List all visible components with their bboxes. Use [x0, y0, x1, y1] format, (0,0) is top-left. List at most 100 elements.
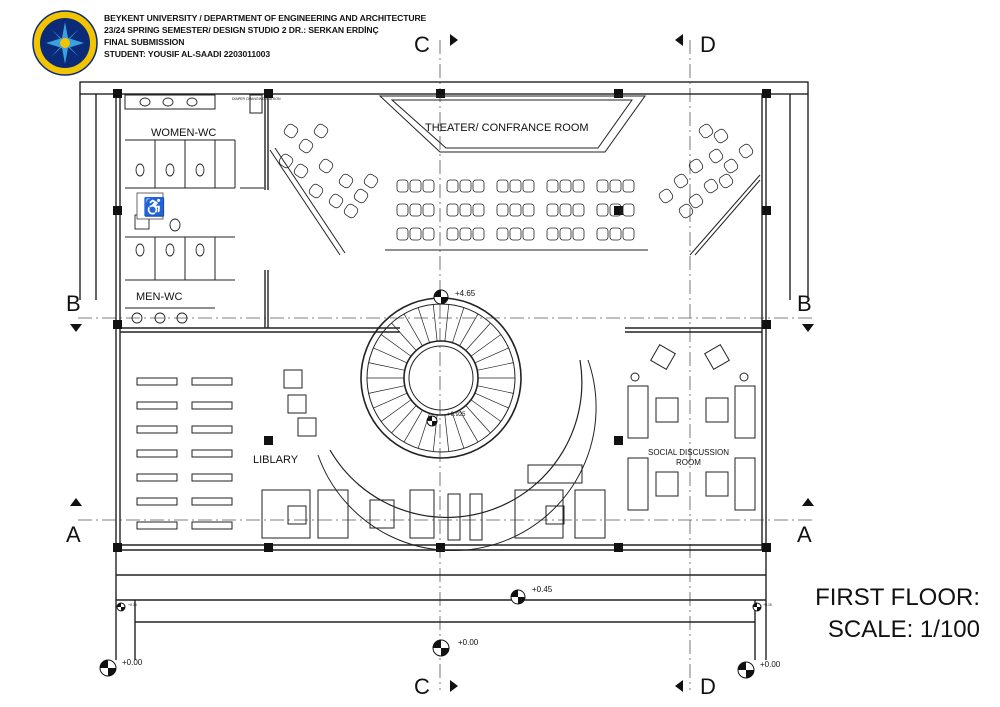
theater-seat [409, 203, 422, 217]
stair-tread [368, 385, 405, 394]
bookshelf [191, 473, 233, 482]
wheelchair-icon: ♿ [136, 192, 165, 220]
stair-tread [452, 413, 465, 449]
svg-text:B: B [797, 291, 812, 316]
theater-side-seat [698, 123, 714, 139]
theater-seat [396, 227, 409, 241]
theater-seat [559, 227, 572, 241]
theater-side-seat [688, 158, 704, 174]
svg-text:C: C [414, 674, 430, 699]
stair-tread [459, 313, 479, 347]
theater-seat [572, 179, 585, 193]
level-marker-icon [99, 659, 117, 677]
theater-seat [472, 203, 485, 217]
theater-side-seat [708, 148, 724, 164]
stair-tread [474, 392, 509, 409]
stair-tread [477, 362, 514, 371]
bookshelf [191, 401, 233, 410]
svg-text:B: B [66, 291, 81, 316]
theater-seat [459, 203, 472, 217]
theater-seat [472, 179, 485, 193]
stair-tread [380, 399, 412, 422]
theater-seat [409, 179, 422, 193]
theater-seat [546, 203, 559, 217]
spiral-staircase [317, 297, 597, 552]
theater-seat [422, 227, 435, 241]
theater-seat [522, 227, 535, 241]
header-line-university: BEYKENT UNIVERSITY / DEPARTMENT OF ENGIN… [104, 13, 427, 23]
stair-tread [380, 334, 412, 357]
theater-side-seat [328, 193, 344, 209]
structural-columns [113, 89, 771, 552]
theater-seat [472, 227, 485, 241]
theater-seat [509, 227, 522, 241]
bookshelf [191, 497, 233, 506]
theater-side-seat [363, 173, 379, 189]
theater-seat [522, 179, 535, 193]
axis-label-a-right: A [797, 498, 814, 547]
svg-text:C: C [414, 32, 430, 57]
theater-seat [572, 203, 585, 217]
social-room-furniture [627, 344, 756, 511]
theater-seat [609, 179, 622, 193]
header-line-submission: FINAL SUBMISSION [104, 37, 185, 47]
theater-side-seat [293, 163, 309, 179]
theater-side-seat [338, 173, 354, 189]
bookshelf [136, 473, 178, 482]
bookshelf [136, 497, 178, 506]
theater-side-seat [353, 188, 369, 204]
theater-seat [559, 179, 572, 193]
header-line-student: STUDENT: YOUSIF AL-SAADI 2203011003 [104, 49, 271, 59]
theater-seat [459, 227, 472, 241]
theater-side-seat [673, 173, 689, 189]
theater-seat [559, 203, 572, 217]
level-stair-mid: +6.925 [447, 412, 466, 418]
theater-seat [546, 179, 559, 193]
diaper-station-label: DIAPER CHANGING STATION [232, 97, 281, 101]
theater-seat [459, 179, 472, 193]
theater-seat [422, 179, 435, 193]
theater-seat [496, 227, 509, 241]
theater-seat [596, 227, 609, 241]
svg-text:A: A [66, 522, 81, 547]
sheet-header: BEYKENT UNIVERSITY / DEPARTMENT OF ENGIN… [104, 12, 426, 60]
theater-side-seat [723, 158, 739, 174]
theater-seat [622, 227, 635, 241]
stair-tread [391, 322, 417, 351]
theater-seat [396, 179, 409, 193]
bookshelf [191, 449, 233, 458]
stair-tread [459, 409, 479, 443]
library-label: LIBLARY [253, 454, 299, 466]
theater-side-seat [278, 153, 294, 169]
theater-stage [269, 95, 761, 256]
theater-seat [422, 203, 435, 217]
bookshelf [136, 425, 178, 434]
theater-side-seat [313, 123, 329, 139]
theater-seat [596, 179, 609, 193]
theater-seat [509, 179, 522, 193]
theater-seat [496, 179, 509, 193]
theater-side-seat [713, 128, 729, 144]
theater-seat [509, 203, 522, 217]
level-marker-icon [433, 289, 449, 305]
bookshelf [191, 377, 233, 386]
theater-seat [446, 203, 459, 217]
stair-tread [432, 304, 438, 342]
level-marker-icon [752, 602, 762, 612]
stair-tread [444, 304, 450, 342]
library-seating [261, 369, 606, 541]
theater-side-seat [298, 138, 314, 154]
svg-text:D: D [700, 674, 716, 699]
social-room-label-line2: ROOM [676, 458, 701, 467]
stair-tread [373, 392, 408, 409]
theater-seat [446, 179, 459, 193]
axis-grid [78, 40, 815, 690]
stair-treads [367, 304, 515, 452]
bookshelf [191, 521, 233, 530]
theater-room-label: THEATER/ CONFRANCE ROOM [425, 122, 589, 134]
floor-title: FIRST FLOOR: [815, 584, 980, 611]
axis-label-b-right: B [797, 291, 814, 332]
level-marker-icon [426, 415, 438, 427]
bookshelf [136, 521, 178, 530]
